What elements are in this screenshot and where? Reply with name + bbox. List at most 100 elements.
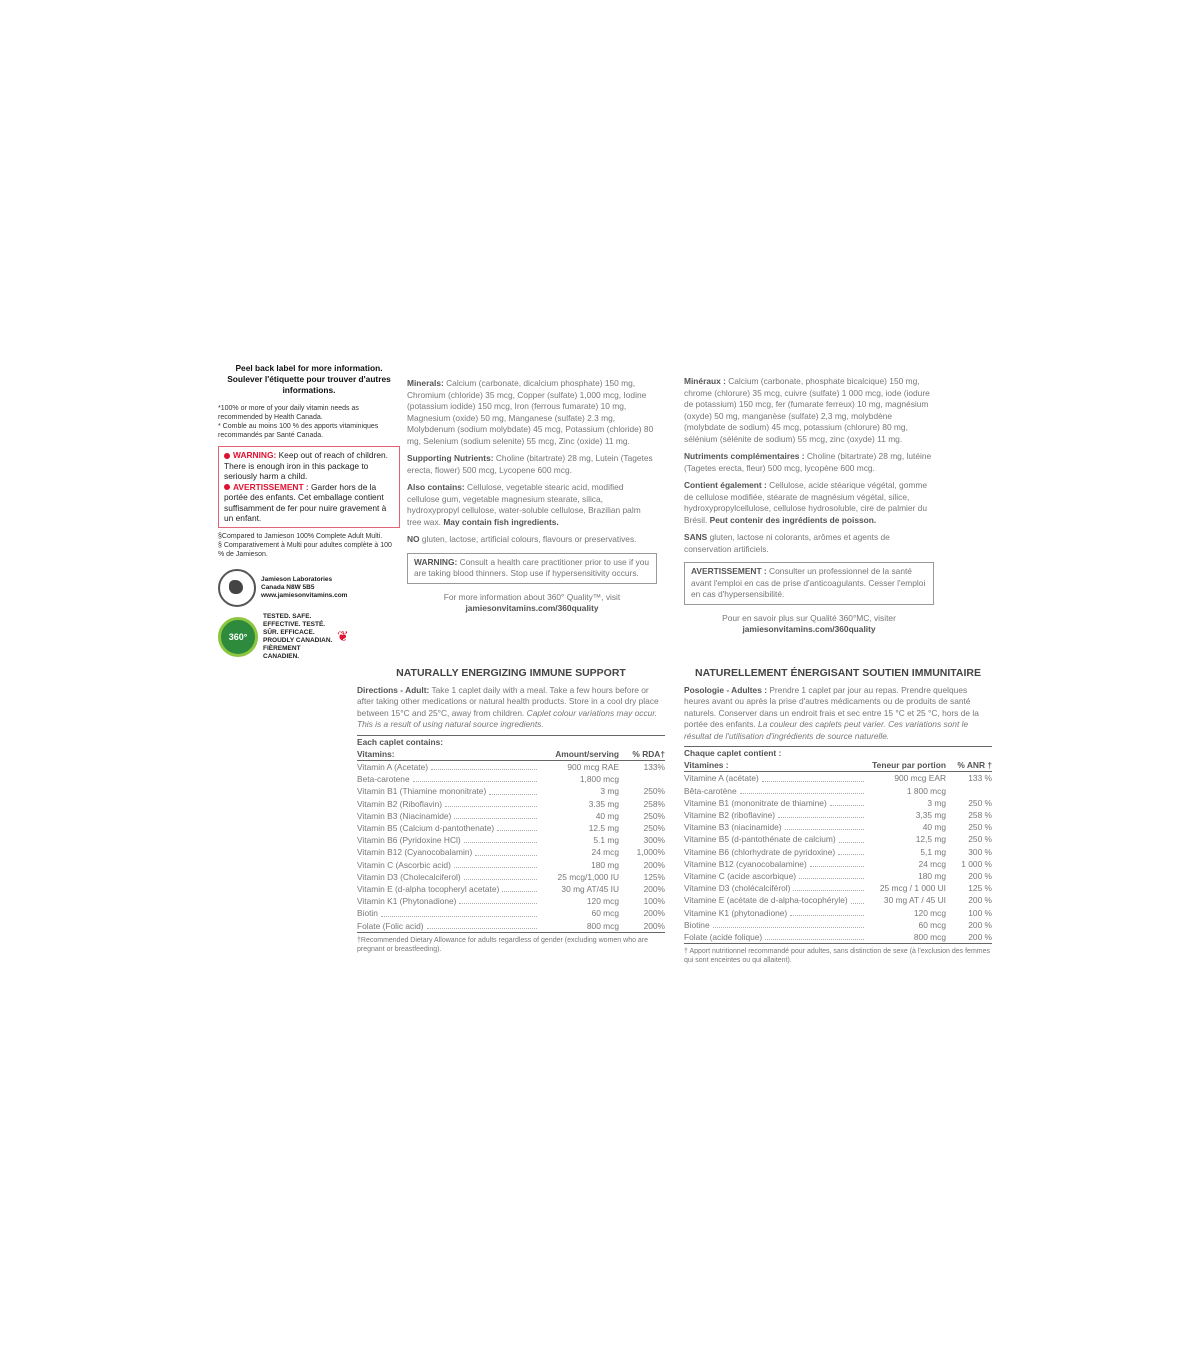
row-name-cell: Vitamine B6 (chlorhydrate de pyridoxine) [684, 846, 867, 858]
compare-en: §Compared to Jamieson 100% Complete Adul… [218, 532, 383, 540]
directions: Posologie - Adultes : Prendre 1 caplet p… [684, 685, 992, 743]
vitamin-amount: 1 800 mcg [906, 785, 946, 796]
supporting-label: Supporting Nutrients: [407, 453, 494, 463]
vitamin-pct: 300% [643, 835, 665, 846]
no-text: gluten, lactose, artificial colours, fla… [421, 534, 637, 544]
vitamin-pct [619, 773, 665, 785]
vitamin-amount: 3 mg [600, 786, 619, 797]
vitamin-name: Vitamine C (acide ascorbique) [684, 871, 797, 882]
directions-label: Posologie - Adultes : [684, 684, 767, 695]
nutrition-table: Chaque caplet contient : Vitamines : Ten… [684, 746, 992, 945]
vitamin-pct: 200 % [968, 919, 992, 930]
en-nutrition: NATURALLY ENERGIZING IMMUNE SUPPORT Dire… [357, 667, 665, 954]
vitamin-pct: 200% [643, 908, 665, 919]
row-name-cell: Vitamin B5 (Calcium d-pantothenate) [357, 822, 540, 834]
minerals-para: Minéraux : Calcium (carbonate, phosphate… [684, 376, 934, 445]
vitamin-pct: 200 % [968, 871, 992, 882]
also-contains-para: Also contains: Cellulose, vegetable stea… [407, 482, 657, 528]
warning-dot-icon [224, 484, 230, 491]
row-name-cell: Vitamin B1 (Thiamine mononitrate) [357, 785, 540, 797]
daily-needs-notes: *100% or more of your daily vitamin need… [218, 404, 400, 440]
also-text: Cellulose, acide stéarique végétal, gomm… [684, 480, 928, 525]
vitamin-amount: 24 mcg [918, 858, 946, 869]
vitamin-name: Vitamin K1 (Phytonadione) [357, 896, 457, 907]
table-row: Vitamine B2 (riboflavine) 3,35 mg 258 % [684, 809, 992, 821]
vitamin-amount: 900 mcg RAE [567, 761, 619, 772]
col-amount: Teneur par portion [866, 759, 946, 773]
row-name-cell: Vitamine B12 (cyanocobalamine) [684, 858, 867, 870]
more-info-text: Pour en savoir plus sur Qualité 360°MC, … [722, 612, 896, 623]
vitamin-amount: 900 mcg EAR [894, 773, 946, 784]
supporting-label: Nutriments complémentaires : [684, 451, 805, 461]
supporting-para: Nutriments complémentaires : Choline (bi… [684, 451, 934, 474]
row-name-cell: Vitamine C (acide ascorbique) [684, 870, 867, 882]
directions-note: La couleur des caplets peut varier. Ces … [684, 719, 969, 741]
vitamin-amount: 3,35 mg [915, 810, 946, 821]
compare-fr: § Comparativement à Multi pour adultes c… [218, 541, 392, 558]
vitamin-pct: 250 % [968, 834, 992, 845]
row-name-cell: Vitamine K1 (phytonadione) [684, 907, 867, 919]
each-caplet-label: Chaque caplet contient : [684, 748, 782, 758]
supporting-text: Choline (bitartrate) 28 mg, Lutein (Tage… [407, 453, 653, 475]
row-name-cell: Beta-carotene [357, 773, 540, 785]
vitamin-pct: 250% [643, 822, 665, 833]
vitamin-pct: 258 % [968, 810, 992, 821]
360-quality-icon: 360° [218, 616, 258, 657]
no-label: NO [407, 534, 420, 544]
table-row: Vitamin E (d-alpha tocopheryl acetate)30… [357, 883, 665, 895]
quality-url[interactable]: jamiesonvitamins.com/360quality [465, 603, 599, 613]
table-row: Vitamine B5 (d-pantothénate de calcium)1… [684, 833, 992, 845]
vitamin-name: Vitamine A (acétate) [684, 773, 759, 784]
row-name-cell: Vitamine E (acétate de d-alpha-tocophéry… [684, 894, 867, 906]
vitamin-amount: 40 mg [922, 822, 946, 833]
also-label: Also contains: [407, 482, 465, 492]
col-amount: Amount/serving [540, 747, 619, 761]
vitamin-pct: 200 % [968, 895, 992, 906]
nutrition-table: Each caplet contains: Vitamins: Amount/s… [357, 734, 665, 933]
vitamin-name: Vitamin D3 (Cholecalciferol) [357, 871, 461, 882]
warning-en: WARNING: Keep out of reach of children. … [224, 450, 394, 482]
directions-text: Prendre 1 caplet par jour au repas. Pren… [684, 684, 979, 730]
row-name-cell: Vitamin D3 (Cholecalciferol) [357, 871, 540, 883]
warning-text: Consulter un professionnel de la santé a… [691, 566, 926, 599]
no-label: SANS [684, 532, 708, 542]
row-name-cell: Biotine [684, 919, 867, 931]
fish-notice: Peut contenir des ingrédients de poisson… [709, 514, 877, 525]
peel-back-notice: Peel back label for more information. So… [227, 363, 391, 395]
row-name-cell: Vitamine B2 (riboflavine) [684, 809, 867, 821]
row-name-cell: Vitamin B3 (Niacinamide) [357, 810, 540, 822]
no-text: gluten, lactose ni colorants, arômes et … [684, 532, 890, 554]
col-pct: % RDA† [619, 747, 665, 761]
minerals-para: Minerals: Calcium (carbonate, dicalcium … [407, 378, 657, 447]
child-warning-box: WARNING: Keep out of reach of children. … [218, 446, 400, 528]
table-row: Bêta-carotène 1 800 mcg [684, 785, 992, 797]
vitamin-name: Biotin [357, 908, 378, 919]
no-para: NO gluten, lactose, artificial colours, … [407, 534, 657, 546]
table-header: Each caplet contains: [357, 735, 665, 748]
table-columns: Vitamines : Teneur par portion % ANR † [684, 759, 992, 773]
vitamin-pct: 250 % [968, 822, 992, 833]
quality-url[interactable]: jamiesonvitamins.com/360quality [742, 624, 876, 634]
vitamin-pct: 1,000% [636, 847, 665, 858]
warning-label-fr: AVERTISSEMENT : [233, 481, 309, 492]
vitamin-amount: 120 mcg [913, 907, 946, 918]
fr-nutrition: NATURELLEMENT ÉNERGISANT SOUTIEN IMMUNIT… [684, 667, 992, 965]
row-name-cell: Bêta-carotène [684, 785, 867, 797]
vitamin-pct: 100% [643, 896, 665, 907]
vitamin-name: Vitamin A (Acetate) [357, 761, 429, 772]
vitamin-amount: 12.5 mg [588, 822, 619, 833]
vitamin-amount: 60 mcg [591, 908, 619, 919]
vitamin-name: Folate (Folic acid) [357, 920, 424, 931]
vitamin-name: Vitamin B2 (Riboflavin) [357, 798, 443, 809]
row-name-cell: Vitamin A (Acetate) [357, 760, 540, 773]
more-info-fr: Pour en savoir plus sur Qualité 360°MC, … [684, 613, 934, 636]
